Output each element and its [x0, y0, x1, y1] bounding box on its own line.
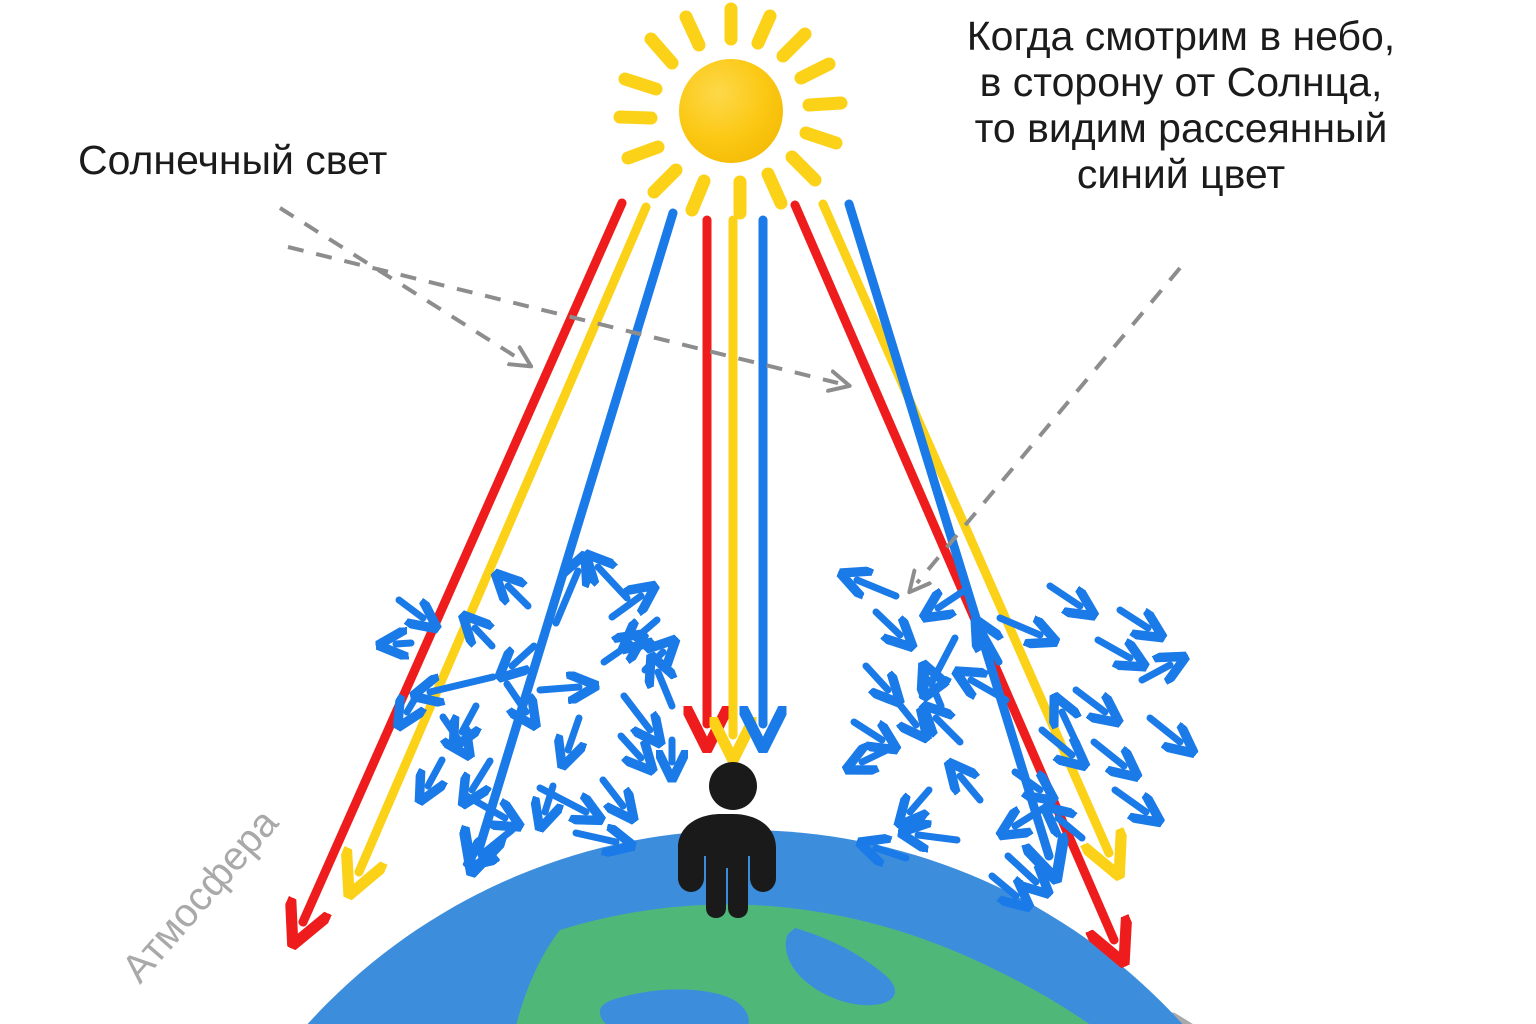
leader-sky-note — [917, 266, 1182, 583]
leader-sunlight-upper — [278, 206, 521, 360]
sun-disc — [679, 59, 783, 163]
leader-sunlight-lower — [287, 245, 838, 383]
beam-group-right — [790, 199, 1114, 940]
earth-landmasses — [155, 904, 1335, 1024]
atmosphere-label-group: Атмосфера — [114, 800, 288, 991]
person-head — [709, 762, 757, 810]
sky-note-line-2: в сторону от Солнца, — [979, 58, 1383, 105]
atmosphere-label: Атмосфера — [114, 800, 288, 991]
beam-right-red — [790, 200, 1114, 940]
sun-rays — [613, 2, 848, 220]
beam-left-red — [303, 198, 627, 922]
beam-left-yellow — [359, 202, 651, 872]
earth-globe — [155, 830, 1335, 1024]
scatter-arrows-right — [854, 580, 1180, 896]
scatter-arrows-left — [396, 567, 672, 855]
beam-right-blue — [844, 199, 1049, 856]
sun — [613, 2, 848, 220]
beam-group-left — [303, 198, 678, 922]
leader-arrows — [278, 206, 1182, 583]
sky-note-label: Когда смотрим в небо, в сторону от Солнц… — [866, 13, 1496, 198]
beam-right-yellow — [818, 199, 1109, 853]
beam-group-center — [707, 215, 763, 735]
sunlight-label: Солнечный свет — [78, 137, 388, 183]
sky-note-line-1: Когда смотрим в небо, — [966, 13, 1396, 59]
sky-note-line-3: то видим рассеянный — [974, 104, 1388, 151]
beam-left-blue — [479, 208, 678, 849]
person-body — [678, 814, 776, 918]
observer-person — [678, 762, 776, 918]
sky-note-line-4: синий цвет — [1076, 150, 1286, 197]
